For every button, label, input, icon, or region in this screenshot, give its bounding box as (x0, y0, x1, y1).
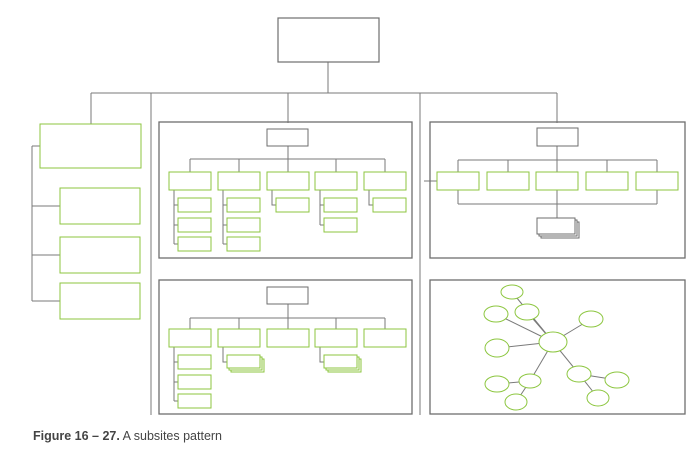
bubble-node (518, 373, 542, 389)
page-node (177, 354, 212, 370)
document-stack-layer (536, 217, 576, 235)
page-node (436, 171, 480, 191)
bubble-node (514, 303, 540, 321)
connector-line (222, 347, 227, 363)
main-site-page (59, 187, 141, 225)
page-node (323, 217, 358, 233)
page-node (266, 171, 310, 191)
page-node (486, 171, 530, 191)
figure-title: A subsites pattern (119, 429, 223, 443)
main-site-node (39, 123, 142, 169)
connector-line (319, 347, 324, 363)
page-node (177, 393, 212, 409)
page-node (363, 171, 407, 191)
nodes (39, 17, 679, 411)
figure-caption: Figure 16 – 27. A subsites pattern (33, 429, 222, 443)
bubble-node (483, 305, 509, 323)
bubble-node (484, 375, 510, 393)
bubble-node (586, 389, 610, 407)
page-stack-layer (226, 354, 261, 369)
bubble-node (566, 365, 592, 383)
page-node (372, 197, 407, 213)
page-node (363, 328, 407, 348)
page-node (314, 171, 358, 191)
page-stack-layer (323, 354, 358, 369)
page-node (275, 197, 310, 213)
page-node (177, 217, 212, 233)
bubble-node (504, 393, 528, 411)
root-node (277, 17, 380, 63)
page-node (635, 171, 679, 191)
subsite-home-node (536, 127, 579, 147)
page-node (177, 236, 212, 252)
figure-number: Figure 16 – 27. (33, 429, 120, 443)
page-node (217, 171, 261, 191)
connector-line (368, 190, 373, 206)
page-node (226, 217, 261, 233)
bubble-node (604, 371, 630, 389)
page-node (177, 197, 212, 213)
page-node (226, 197, 261, 213)
connector-line (271, 190, 276, 206)
bubble-node (500, 284, 524, 300)
main-site-page (59, 236, 141, 274)
page-node (323, 197, 358, 213)
bubble-node (538, 331, 568, 353)
page-node (314, 328, 358, 348)
page-node (177, 374, 212, 390)
page-node (217, 328, 261, 348)
subsite-frame-bottom-right (429, 279, 686, 415)
page-node (535, 171, 579, 191)
page-node (226, 236, 261, 252)
subsite-home-node (266, 286, 309, 305)
bubble-node (484, 338, 510, 358)
bubble-node (578, 310, 604, 328)
subsite-frame-top-left (158, 121, 413, 259)
subsite-frame-bottom-left (158, 279, 413, 415)
main-site-page (59, 282, 141, 320)
page-node (266, 328, 310, 348)
page-node (168, 328, 212, 348)
page-node (585, 171, 629, 191)
subsite-home-node (266, 128, 309, 147)
subsite-frames (158, 121, 686, 415)
subsite-frame-top-right (429, 121, 686, 259)
page-node (168, 171, 212, 191)
